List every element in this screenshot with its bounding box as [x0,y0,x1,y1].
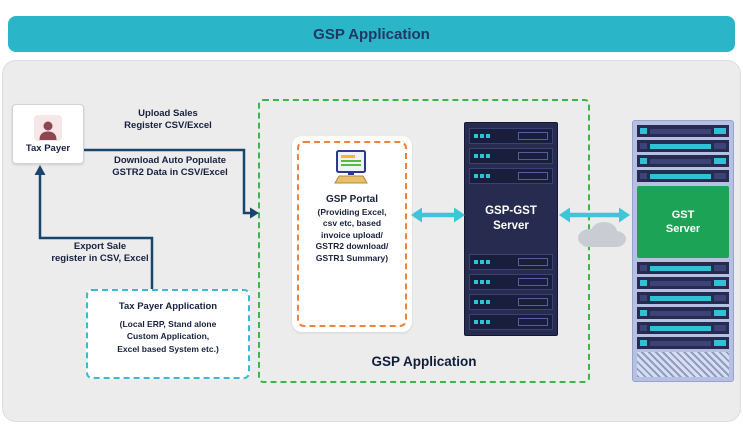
portal-desc-line5: GSTR1 Summary) [315,252,389,263]
gsp-portal-box: GSP Portal (Providing Excel, csv etc, ba… [292,136,412,332]
server-slot [469,274,553,290]
gsp-portal-inner: GSP Portal (Providing Excel, csv etc, ba… [297,141,407,327]
gsp-gst-server-line2: Server [493,220,529,232]
server-slot [469,148,553,164]
gsp-portal-title: GSP Portal [325,194,379,205]
cloud-icon [574,219,628,249]
download-label-line2: GSTR2 Data in CSV/Excel [112,167,228,179]
gsp-application-label: GSP Application [371,354,477,369]
server-slot [637,262,729,274]
portal-desc-line1: (Providing Excel, [317,207,387,217]
portal-desc-line4: GSTR2 download/ [315,241,389,252]
gsp-portal-desc: (Providing Excel, csv etc, based invoice… [316,207,389,264]
download-label-line1: Download Auto Populate [113,155,227,166]
server-slot [637,155,729,167]
export-label: Export Sale register in CSV, Excel [44,241,156,266]
gsp-gst-server-label: GSP-GST Server [469,188,553,250]
server-slot [469,128,553,144]
tax-payer-application-title: Tax Payer Application [118,301,218,312]
banner-title: GSP Application [313,25,430,43]
server-slot [637,307,729,319]
server-slot [637,322,729,334]
server-slot [469,294,553,310]
gsp-gst-server-rack: GSP-GST Server [464,122,558,336]
portal-desc-line3: invoice upload/ [321,229,383,240]
server-slot [637,277,729,289]
server-slot [469,254,553,270]
banner: GSP Application [8,16,735,52]
tax-payer-application-desc: (Local ERP, Stand alone Custom Applicati… [117,318,219,355]
tpa-desc-line2: Custom Application, [126,331,210,342]
export-label-line1: Export Sale [73,241,127,252]
upload-label-line1: Upload Sales [138,108,198,119]
server-slot [637,140,729,152]
export-label-line2: register in CSV, Excel [51,253,149,265]
gst-server-rack: GST Server [632,120,734,382]
download-label: Download Auto Populate GSTR2 Data in CSV… [92,155,248,180]
server-slot [637,292,729,304]
server-slot [637,170,729,182]
server-slot [637,125,729,137]
tpa-desc-line1: (Local ERP, Stand alone [119,319,217,329]
server-slot [637,337,729,349]
gst-server-line1: GST [671,208,695,221]
tax-payer-application-box: Tax Payer Application (Local ERP, Stand … [86,289,250,379]
server-slot [469,314,553,330]
tax-payer-label: Tax Payer [25,142,71,154]
computer-icon [333,150,371,191]
gst-server-line2: Server [665,223,701,235]
person-icon [34,114,62,141]
gst-server-label-box: GST Server [637,186,729,258]
upload-label-line2: Register CSV/Excel [124,120,212,132]
rack-hatch-footer [637,352,729,377]
server-slot [469,168,553,184]
tpa-desc-line3: Excel based System etc.) [117,343,219,354]
upload-label: Upload Sales Register CSV/Excel [98,108,238,133]
portal-desc-line2: csv etc, based [322,218,382,229]
gsp-gst-server-line1: GSP-GST [485,205,537,218]
tax-payer-node: Tax Payer [12,104,84,164]
